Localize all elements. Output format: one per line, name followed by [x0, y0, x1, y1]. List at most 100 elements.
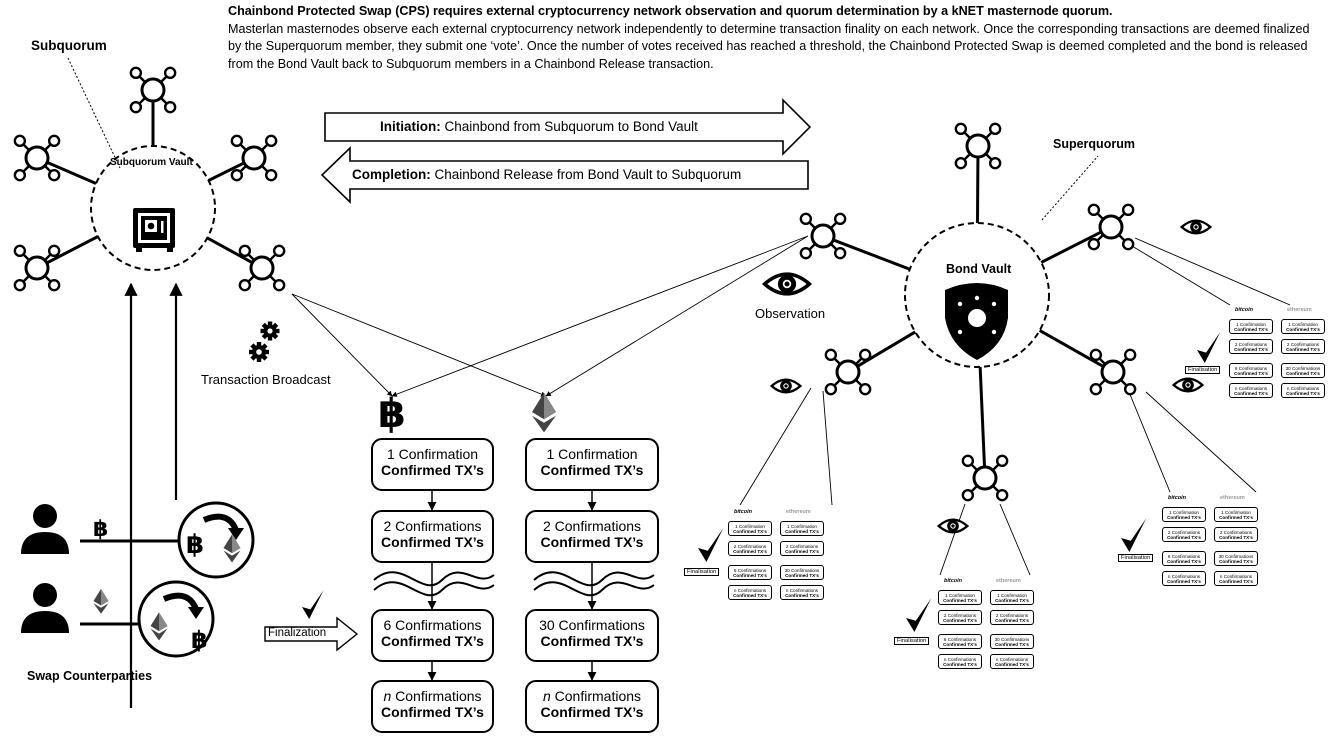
- ethereum-icon: [93, 589, 109, 614]
- vault-icon: [133, 208, 175, 252]
- connector-line: [833, 238, 911, 271]
- initiation-label: Initiation: Chainbond from Subquorum to …: [380, 119, 698, 134]
- observation-line: [999, 503, 1031, 576]
- ethereum-logo: ethereum: [1287, 307, 1312, 313]
- bitcoin-logo: bitcoin: [1168, 495, 1187, 501]
- connector-line: [206, 236, 253, 264]
- bitcoin-icon: ฿: [186, 530, 204, 560]
- observation-line: [939, 503, 966, 576]
- observation-line: [1145, 391, 1257, 493]
- eye-icon: [769, 378, 803, 394]
- observation-label: Observation: [755, 306, 826, 321]
- connector-line: [978, 366, 986, 467]
- ethereum-icon: [532, 392, 556, 433]
- swap-counterparties-label: Swap Counterparties: [27, 669, 153, 683]
- observation-line: [822, 390, 833, 506]
- observation-eye-icon: [761, 272, 813, 296]
- bitcoin-logo: bitcoin: [944, 578, 963, 584]
- finalization-checkmark-icon: [302, 590, 324, 619]
- subquorum-node: [230, 134, 278, 182]
- bitcoin-icon: ฿: [93, 517, 108, 542]
- gear-icon: [260, 321, 280, 341]
- observation-line: [739, 387, 812, 506]
- ethereum-logo: ethereum: [1220, 495, 1245, 501]
- finalisation-label: Finalisation: [894, 637, 930, 645]
- broadcast-arrow: [291, 293, 393, 397]
- connector-line: [1040, 231, 1101, 264]
- finalisation-label: Finalisation: [1118, 554, 1154, 562]
- shield-icon: [945, 283, 1008, 360]
- eye-icon: [1179, 219, 1213, 235]
- broadcast-arrow: [291, 293, 547, 397]
- observation-line: [1134, 237, 1291, 306]
- eye-icon: [1171, 377, 1205, 393]
- checkmark-icon: [1121, 518, 1147, 552]
- ethereum-icon: [150, 612, 168, 641]
- finalisation-label: Finalisation: [684, 568, 720, 576]
- description-body: Masterlan masternodes observe each exter…: [228, 21, 1310, 71]
- counterparty-eth-icon: [21, 583, 69, 633]
- broadcast-arrow: [391, 235, 809, 397]
- checkmark-icon: [1197, 331, 1221, 363]
- transaction-broadcast-label: Transaction Broadcast: [201, 372, 331, 387]
- superquorum-node: [961, 454, 1009, 502]
- subquorum-vault-label: Subquorum Vault: [110, 157, 193, 168]
- superquorum-node: [1089, 348, 1137, 396]
- ethereum-icon: [223, 534, 241, 563]
- superquorum-label: Superquorum: [1053, 137, 1135, 151]
- broadcast-arrow: [545, 235, 809, 397]
- superquorum-node: [1087, 203, 1135, 251]
- bitcoin-logo: bitcoin: [734, 509, 753, 515]
- bitcoin-logo: bitcoin: [1235, 307, 1254, 313]
- observation-line: [1126, 242, 1231, 306]
- break-wave: [533, 571, 655, 597]
- gear-icon: [249, 342, 269, 362]
- counterparty-btc-icon: [21, 504, 69, 554]
- connector-line: [207, 161, 244, 182]
- connector-line: [47, 161, 97, 185]
- bitcoin-icon: ฿: [191, 626, 208, 654]
- subquorum-node: [129, 66, 177, 114]
- subquorum-node: [238, 244, 286, 292]
- connector-line: [46, 235, 99, 264]
- superquorum-node: [799, 212, 847, 260]
- bond-vault-label: Bond Vault: [946, 262, 1012, 276]
